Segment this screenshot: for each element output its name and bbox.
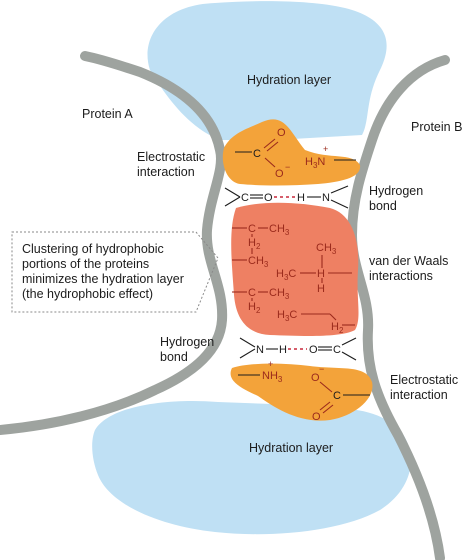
svg-text:H2: H2 [331,321,344,335]
protein-b-surface [346,55,450,560]
carboxylate-top: O C O − [235,127,290,180]
electrostatic-region-bottom [230,363,373,421]
svg-text:H2: H2 [248,301,261,315]
hbond-top-o: O [264,192,273,204]
carboxylate-top-o-top: O [277,127,286,139]
carboxylate-top-c: C [253,148,261,160]
hydrophobic-chains: C CH3 H2 CH3 CH3 H3C H H C CH3 H2 H3C H2 [232,223,355,335]
svg-text:H3C: H3C [276,268,296,282]
callout-line-4: (the hydrophobic effect) [22,287,153,301]
svg-text:C: C [248,287,256,299]
vdw-label-line1: van der Waals [369,254,448,268]
svg-text:H: H [317,283,325,295]
hydrogen-bond-top: C O H N [224,185,349,209]
svg-text:C: C [333,390,341,402]
hydrogen-bond-top-label-line2: bond [369,199,397,213]
hbond-top-c: C [241,192,249,204]
svg-text:H2: H2 [248,237,261,251]
electrostatic-bottom-label-line1: Electrostatic [390,373,458,387]
svg-text:CH3: CH3 [269,223,290,237]
hbond-top-h: H [297,192,305,204]
ammonium-bottom: NH3 + [238,359,283,384]
protein-a-surface [0,51,228,435]
svg-text:C: C [248,223,256,235]
carboxylate-top-charge: − [285,162,290,172]
svg-text:O: O [309,344,318,356]
vdw-label-line2: interactions [369,269,433,283]
electrostatic-bottom-label-line2: interaction [390,388,448,402]
protein-a-label: Protein A [82,107,133,121]
protein-b-label: Protein B [411,120,462,134]
hydrogen-bond-bottom: N H O C [239,337,357,361]
svg-text:H: H [317,268,325,280]
svg-text:O: O [311,372,320,384]
callout-line-1: Clustering of hydrophobic [22,242,164,256]
hydration-layer-bottom [92,400,411,535]
svg-text:CH3: CH3 [248,255,269,269]
svg-text:NH3: NH3 [262,370,283,384]
svg-text:CH3: CH3 [316,242,337,256]
hydrogen-bond-bottom-label-line1: Hydrogen [160,335,214,349]
hydrogen-bond-top-label-line1: Hydrogen [369,184,423,198]
ammonium-top-charge: + [323,144,328,154]
ammonium-top: H3N + [305,144,356,170]
hydration-layer-top [147,1,387,140]
svg-text:H3C: H3C [277,309,297,323]
callout-line-3: minimizes the hydration layer [22,272,184,286]
svg-text:O: O [312,411,321,423]
callout-box [11,231,219,313]
hydration-layer-top-label: Hydration layer [247,73,331,87]
hydration-layer-bottom-label: Hydration layer [249,441,333,455]
carboxylate-top-o-bottom: O [275,168,284,180]
svg-text:H: H [279,344,287,356]
svg-text:−: − [319,364,324,374]
electrostatic-top-label-line2: interaction [137,165,195,179]
electrostatic-region-top [222,119,361,186]
svg-text:C: C [333,344,341,356]
carboxylate-bottom: O − C O [311,364,370,423]
hydrophobic-region [231,202,359,336]
svg-text:CH3: CH3 [269,287,290,301]
svg-text:+: + [268,359,273,369]
hydrogen-bond-bottom-label-line2: bond [160,350,188,364]
callout-line-2: portions of the proteins [22,257,149,271]
svg-text:N: N [256,344,264,356]
electrostatic-top-label-line1: Electrostatic [137,150,205,164]
hbond-top-n: N [322,192,330,204]
ammonium-top-h: H3N [305,156,325,170]
